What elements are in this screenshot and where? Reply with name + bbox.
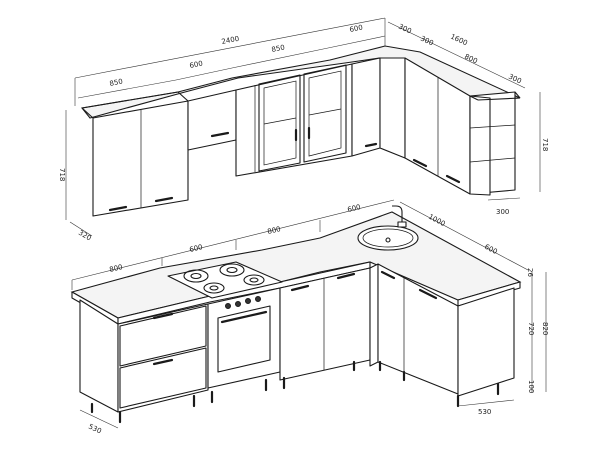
drawer-handle (152, 312, 174, 320)
dim-lower-600-sink: 600 (347, 203, 362, 214)
dim-530-right: 530 (478, 408, 491, 416)
dim-100: 100 (527, 380, 535, 393)
dim-850-glass: 850 (271, 44, 286, 54)
legs (90, 360, 500, 424)
glass-door-right (303, 64, 347, 163)
hood-handle (210, 131, 230, 138)
door-handle (336, 272, 356, 280)
cooktop (167, 261, 283, 299)
door-handle (108, 205, 128, 212)
dim-718-right: 718 (541, 138, 549, 151)
oven-knobs (225, 296, 261, 309)
dim-lower-800: 800 (109, 263, 124, 274)
upper-cabinet-glass (235, 63, 353, 177)
dim-300: 300 (507, 73, 523, 86)
faucet-base (397, 221, 407, 228)
upper-corner-cabinet (379, 57, 406, 159)
door-handle (290, 284, 310, 292)
dim-lower-800b: 800 (267, 225, 282, 236)
lower-cabinet-800 (279, 267, 371, 381)
dim-720: 720 (527, 322, 535, 335)
lower-cabinet-end (457, 287, 515, 397)
upper-cabinet-hood (187, 89, 237, 151)
dim-300b: 300 (419, 35, 435, 48)
burners (183, 263, 265, 294)
door-handle (412, 158, 428, 168)
drawer-bottom (119, 347, 207, 409)
door-handle (154, 196, 174, 203)
upper-cabinet-left (92, 100, 189, 217)
dim-320: 320 (77, 229, 93, 243)
dim-530-left: 530 (87, 423, 103, 436)
glass-door-left (258, 74, 301, 172)
sink-drain (385, 237, 391, 243)
dim-lower-600: 600 (189, 243, 204, 254)
lower-cabinets (70, 205, 522, 424)
dim-820: 820 (541, 322, 549, 335)
oven-door (217, 305, 271, 373)
upper-cabinet-narrow (351, 57, 381, 157)
upper-cabinets (80, 45, 521, 217)
dim-lower-side-600: 600 (483, 243, 499, 256)
dim-300a: 300 (397, 23, 413, 36)
dim-1000: 1000 (427, 213, 446, 228)
door-handle (445, 174, 461, 184)
dim-718-left: 718 (58, 168, 66, 181)
drawer-handle (152, 358, 174, 366)
dim-1600: 1600 (449, 33, 469, 48)
faucet (392, 205, 403, 226)
dim-total-top: 2400 (221, 35, 240, 46)
drawer-top (119, 305, 207, 367)
oven-handle (220, 310, 268, 324)
dim-26: 26 (526, 268, 534, 277)
dim-850: 850 (109, 78, 124, 88)
dim-600-right: 600 (349, 24, 364, 34)
dim-600: 600 (189, 60, 204, 70)
dim-300-depth: 300 (496, 208, 509, 216)
door-handle (418, 288, 438, 300)
door-handle (380, 270, 396, 280)
dim-800: 800 (463, 53, 479, 66)
